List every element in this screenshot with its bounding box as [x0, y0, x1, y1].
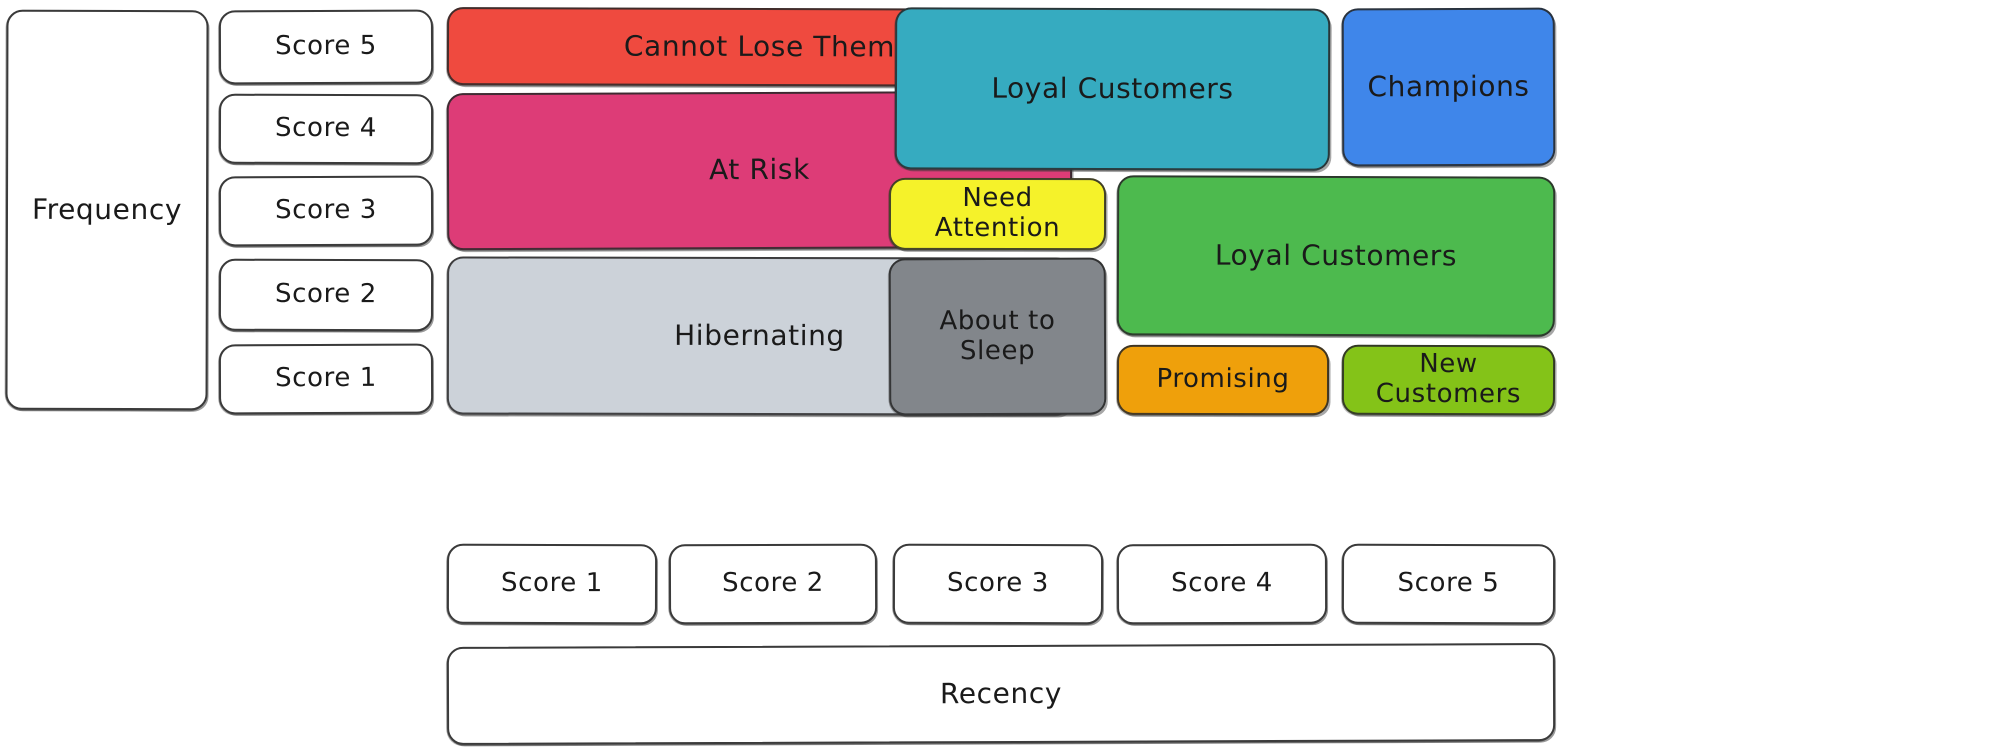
- recency-axis-label: Recency: [446, 643, 1556, 745]
- segment-hibernating-label: Hibernating: [674, 318, 845, 353]
- segment-loyal-customers-teal-label: Loyal Customers: [991, 71, 1234, 106]
- segment-new-customers[interactable]: New Customers: [1341, 344, 1556, 416]
- frequency-score-5-label: Score 5: [275, 30, 377, 62]
- frequency-score-2[interactable]: Score 2: [218, 258, 434, 332]
- segment-champions[interactable]: Champions: [1341, 7, 1556, 167]
- frequency-score-1-label: Score 1: [275, 362, 377, 394]
- segment-new-customers-label: New Customers: [1375, 349, 1522, 410]
- recency-score-3-label: Score 3: [947, 567, 1049, 599]
- recency-score-2[interactable]: Score 2: [668, 543, 878, 625]
- recency-score-1[interactable]: Score 1: [446, 543, 658, 625]
- recency-score-1-label: Score 1: [501, 567, 603, 599]
- recency-axis-text: Recency: [939, 676, 1063, 711]
- recency-score-4[interactable]: Score 4: [1116, 543, 1328, 625]
- segment-promising[interactable]: Promising: [1116, 344, 1330, 416]
- segment-loyal-customers-green[interactable]: Loyal Customers: [1116, 175, 1556, 337]
- segment-promising-label: Promising: [1156, 363, 1290, 395]
- recency-score-5-label: Score 5: [1397, 567, 1500, 599]
- recency-score-5[interactable]: Score 5: [1341, 543, 1556, 625]
- frequency-axis-text: Frequency: [31, 192, 183, 227]
- frequency-axis-label: Frequency: [5, 9, 209, 411]
- segment-about-to-sleep-label: About to Sleep: [939, 305, 1056, 366]
- segment-need-attention-label: Need Attention: [934, 183, 1061, 244]
- segment-champions-label: Champions: [1367, 69, 1530, 104]
- frequency-score-4[interactable]: Score 4: [218, 93, 434, 165]
- frequency-score-5[interactable]: Score 5: [218, 9, 434, 85]
- segment-loyal-customers-teal[interactable]: Loyal Customers: [894, 7, 1331, 171]
- segment-about-to-sleep[interactable]: About to Sleep: [888, 257, 1107, 416]
- segment-need-attention[interactable]: Need Attention: [888, 177, 1107, 251]
- recency-score-3[interactable]: Score 3: [892, 543, 1104, 625]
- frequency-score-3[interactable]: Score 3: [218, 175, 434, 247]
- segment-loyal-customers-green-label: Loyal Customers: [1214, 238, 1458, 273]
- recency-score-4-label: Score 4: [1171, 567, 1273, 599]
- segment-at-risk-label: At Risk: [709, 153, 810, 187]
- frequency-score-4-label: Score 4: [275, 112, 377, 144]
- recency-score-2-label: Score 2: [722, 567, 824, 599]
- frequency-score-2-label: Score 2: [275, 278, 377, 310]
- frequency-score-1[interactable]: Score 1: [218, 343, 434, 415]
- segment-cannot-lose-them-label: Cannot Lose Them: [623, 29, 896, 64]
- frequency-score-3-label: Score 3: [275, 194, 377, 226]
